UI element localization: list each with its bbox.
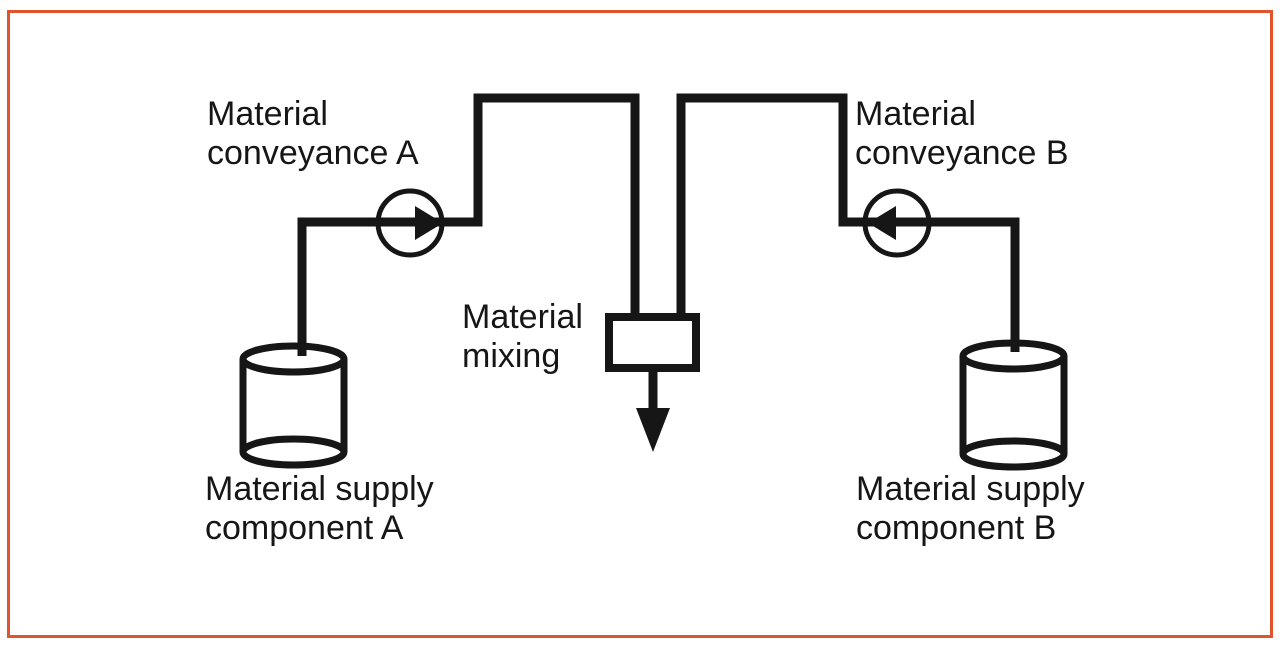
pump-b-circle	[862, 188, 932, 258]
pump-a-icon	[375, 188, 445, 258]
drum-a-top-ellipse	[239, 342, 348, 376]
supply-drum-b-icon	[959, 339, 1068, 471]
pipe-b	[676, 93, 1020, 352]
pipe-a	[297, 93, 640, 356]
label-material-supply-component-a: Material supply component A	[205, 470, 434, 547]
pump-a-arrow-right-icon	[415, 206, 443, 240]
mixing-box-icon	[605, 313, 700, 372]
supply-drum-a-icon	[239, 342, 348, 469]
pipe-b-group	[676, 93, 1020, 352]
drum-b-top-ellipse	[959, 339, 1068, 373]
pump-b-arrow-left-icon	[868, 206, 896, 240]
pipe-a-group	[297, 93, 640, 356]
label-material-supply-component-b: Material supply component B	[856, 470, 1085, 547]
figure-border	[7, 10, 1273, 638]
label-material-mixing: Material mixing	[462, 298, 583, 375]
output-arrowhead-icon	[636, 408, 670, 452]
drum-b-bottom-ellipse	[959, 437, 1068, 471]
output-arrow-icon	[636, 368, 670, 452]
pump-b-icon	[862, 188, 932, 258]
label-material-conveyance-b: Material conveyance B	[855, 95, 1069, 172]
label-material-conveyance-a: Material conveyance A	[207, 95, 419, 172]
drum-a-bottom-ellipse	[239, 435, 348, 469]
